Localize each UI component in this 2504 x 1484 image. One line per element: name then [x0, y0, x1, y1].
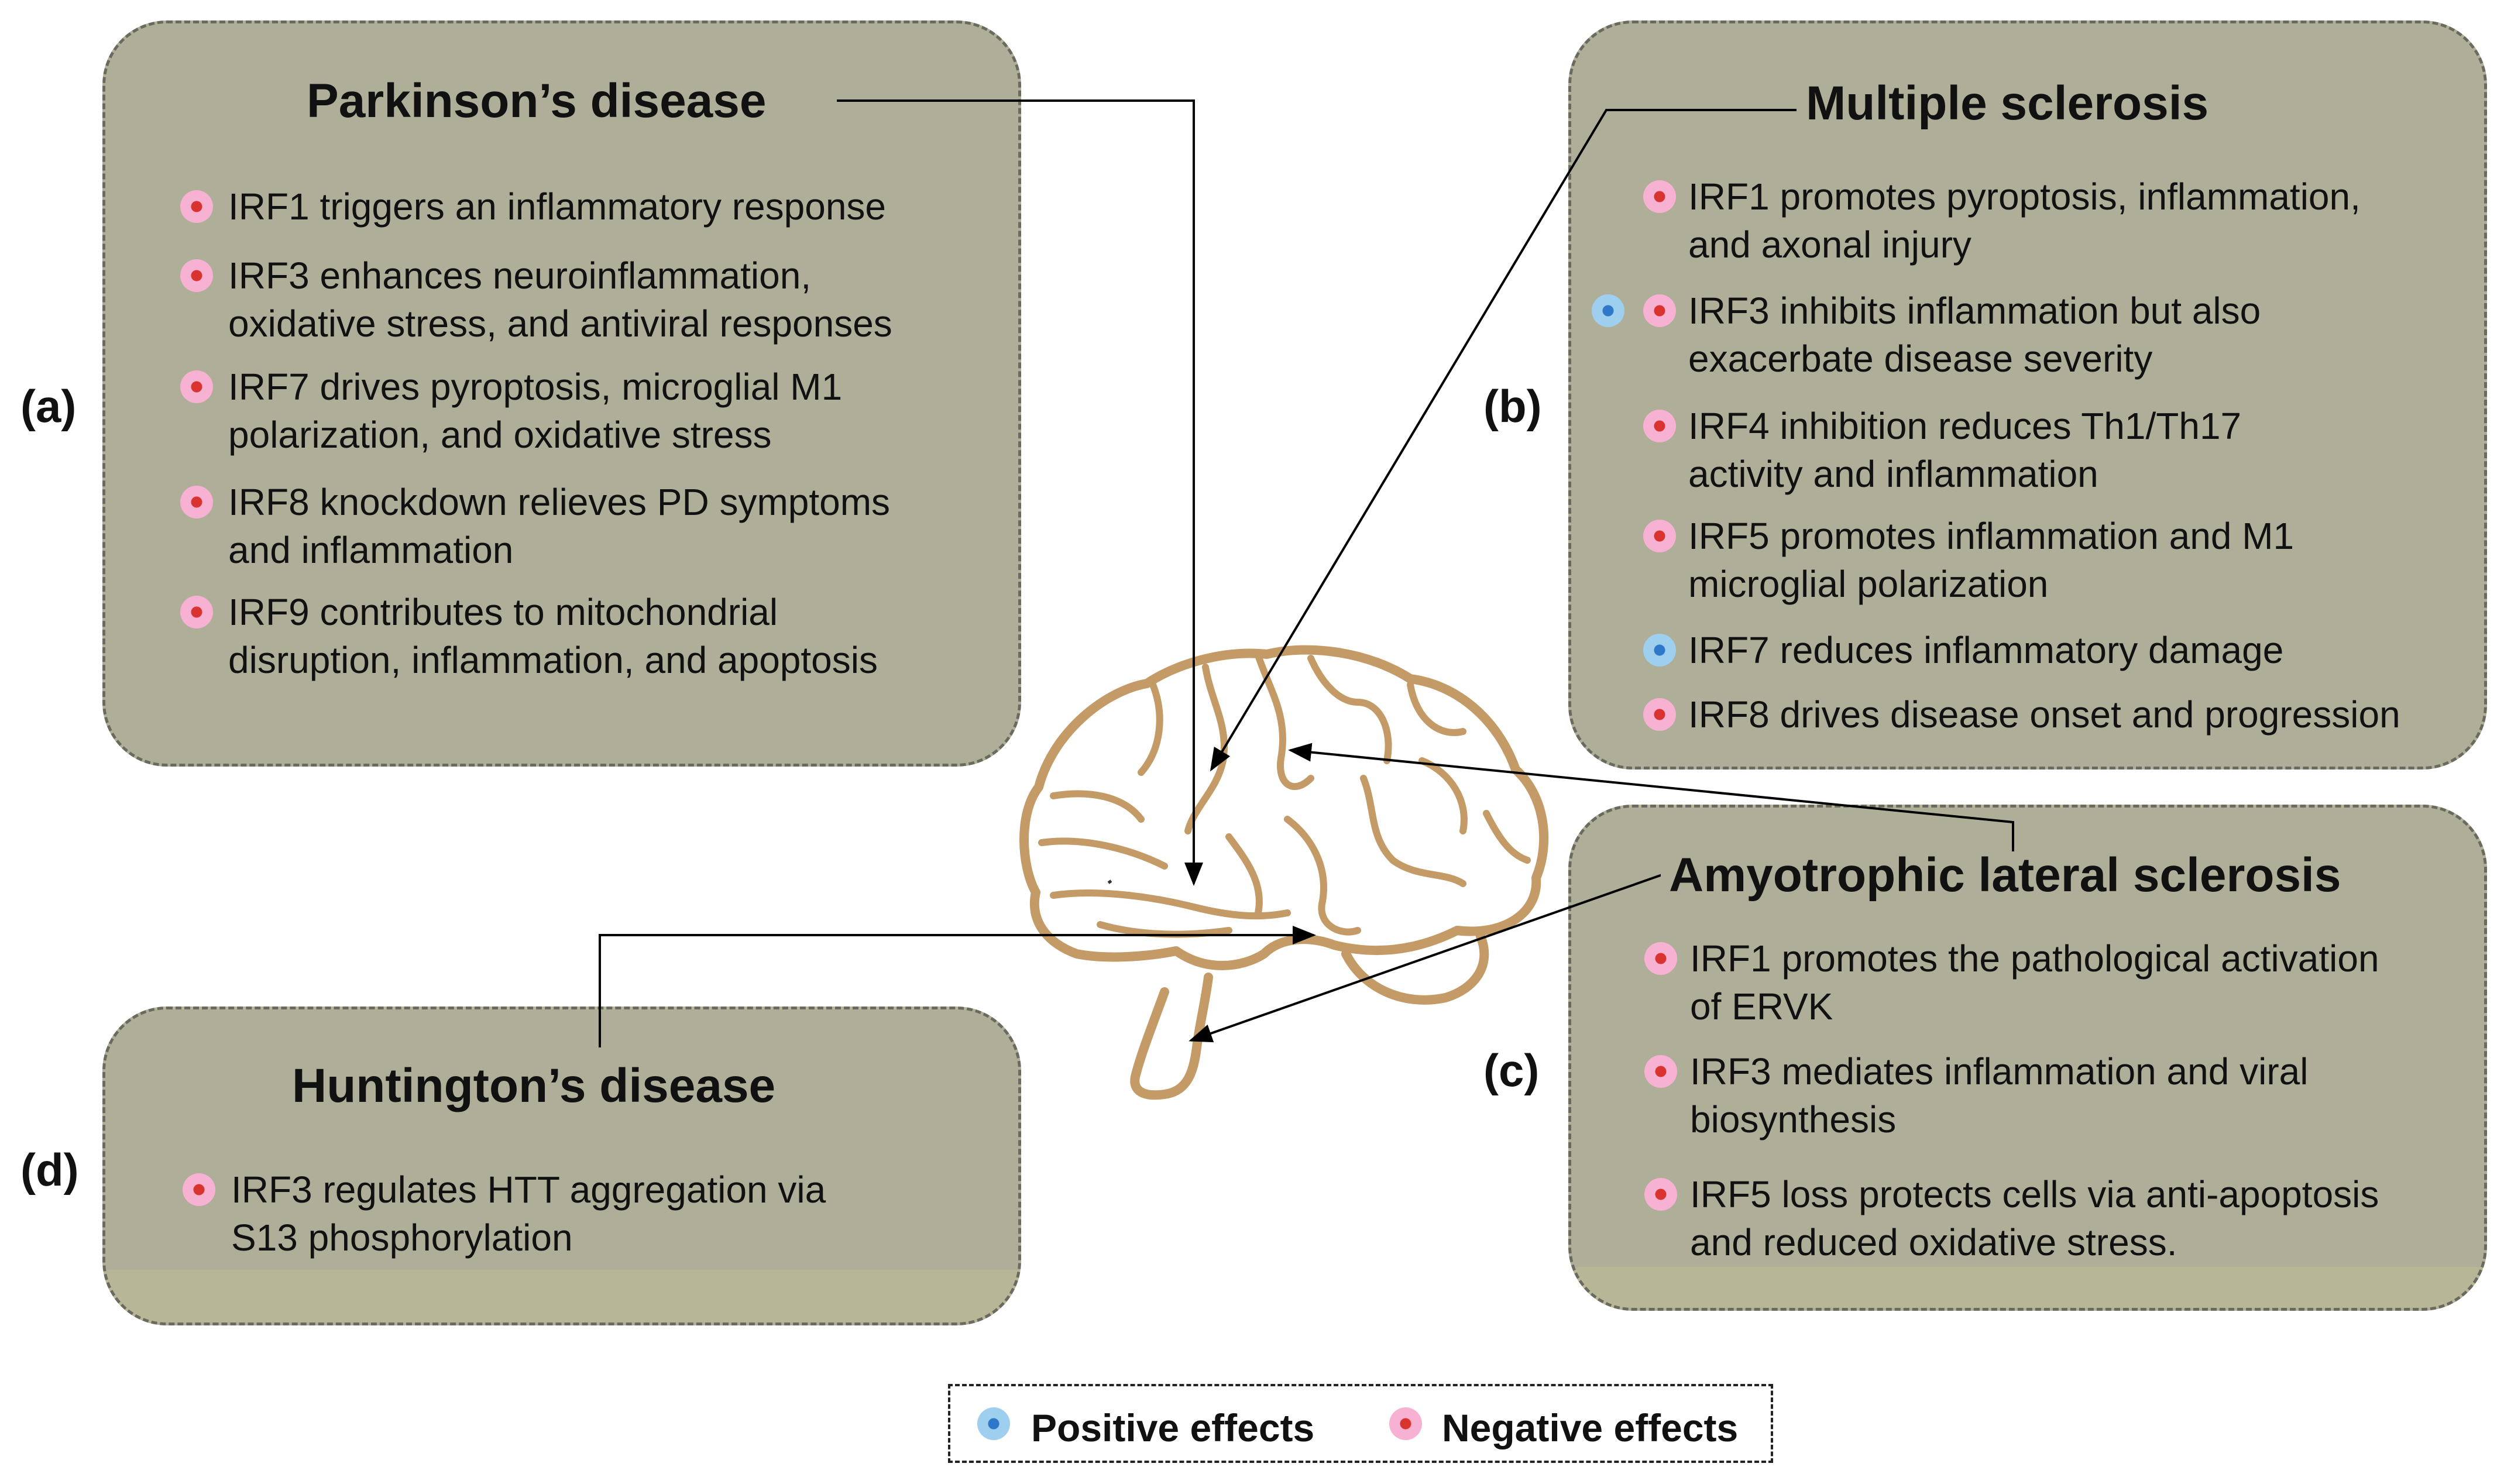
list-item: IRF3 enhances neuroinflammation,oxidativ… [228, 255, 892, 345]
positive-effect-icon [1643, 634, 1676, 667]
connector-arrows [599, 99, 2014, 1047]
label-a: (a) [20, 380, 77, 432]
negative-effect-icon [1643, 294, 1676, 327]
brain-dot [1107, 880, 1112, 884]
negative-effect-icon [1644, 1178, 1677, 1211]
negative-effect-icon [180, 370, 213, 403]
brainstem [1130, 973, 1213, 1100]
arrow-als-to-cortex [1288, 743, 2014, 861]
negative-effect-icon [1643, 410, 1676, 442]
label-c: (c) [1483, 1045, 1540, 1096]
negative-effect-icon [1643, 520, 1676, 552]
legend-negative-label: Negative effects [1442, 1406, 1739, 1449]
title-parkinsons: Parkinson’s disease [298, 77, 775, 125]
title-als: Amyotrophic lateral sclerosis [1661, 851, 2350, 899]
negative-effect-icon [1643, 698, 1676, 731]
label-b: (b) [1483, 380, 1542, 432]
negative-effect-icon [1389, 1407, 1422, 1440]
negative-effect-icon [1644, 942, 1677, 975]
title-huntingtons: Huntington’s disease [284, 1062, 784, 1110]
list-item: IRF1 promotes the pathological activatio… [1690, 937, 2379, 1028]
negative-effect-icon [1644, 1055, 1677, 1088]
negative-effect-icon [1643, 180, 1676, 213]
arrow-multiple-sclerosis [1210, 109, 1797, 772]
positive-effect-icon [1592, 294, 1624, 327]
list-item: IRF7 reduces inflammatory damage [1688, 629, 2284, 671]
panel-parkinsons [102, 20, 1021, 767]
brain-cerebrum-outline [1019, 645, 1549, 970]
panel-huntingtons [102, 1006, 1021, 1325]
title-multiple-sclerosis: Multiple sclerosis [1798, 80, 2217, 128]
label-d: (d) [20, 1144, 79, 1196]
legend-positive-label: Positive effects [1031, 1406, 1315, 1449]
arrow-huntingtons [599, 926, 1316, 1047]
legend: Positive effects Negative effects [948, 1384, 1773, 1463]
arrow-parkinsons [837, 99, 1203, 886]
negative-effect-icon [183, 1173, 215, 1206]
brain-icon [1019, 645, 1549, 1100]
list-item: IRF1 triggers an inflammatory response [228, 186, 886, 228]
negative-effect-icon [180, 259, 213, 292]
list-item: IRF1 promotes pyroptosis, inflammation,a… [1688, 176, 2361, 266]
negative-effect-icon [180, 486, 213, 518]
list-item: IRF8 drives disease onset and progressio… [1688, 693, 2400, 736]
list-item: IRF5 loss protects cells via anti-apopto… [1690, 1173, 2379, 1263]
positive-effect-icon [977, 1407, 1010, 1440]
panel-multiple-sclerosis [1568, 20, 2487, 770]
arrow-als-to-brainstem [1189, 874, 1663, 1043]
negative-effect-icon [180, 190, 213, 223]
negative-effect-icon [180, 596, 213, 628]
